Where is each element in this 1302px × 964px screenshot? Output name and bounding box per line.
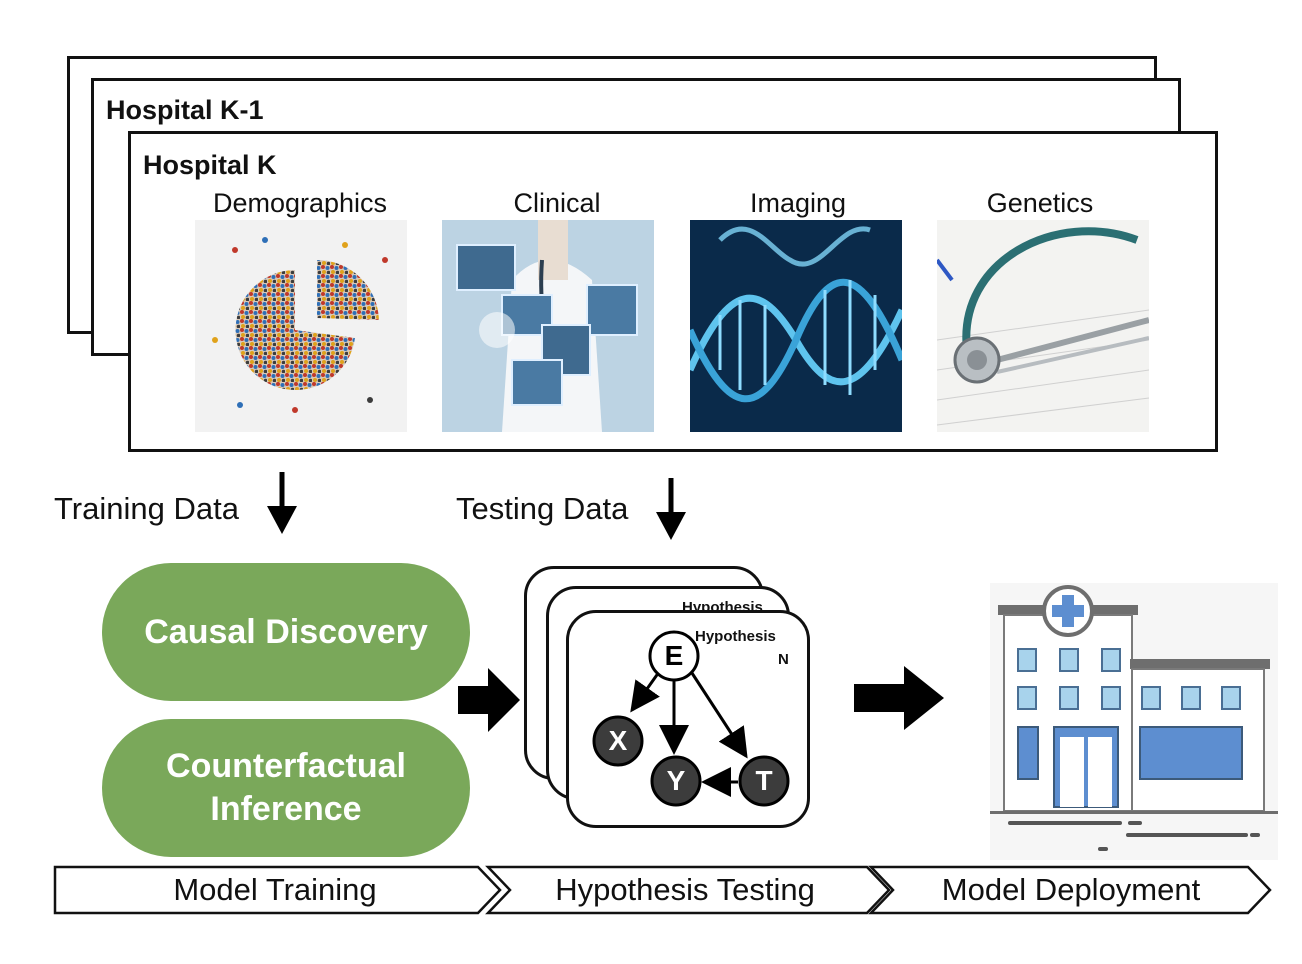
training-data-label: Training Data <box>54 491 239 526</box>
causal-discovery-box: Causal Discovery <box>102 563 470 701</box>
stage-hypothesis-testing: Hypothesis Testing <box>555 872 815 907</box>
node-e <box>648 630 700 682</box>
stage-model-training: Model Training <box>173 872 377 907</box>
modality-label-imaging: Imaging <box>749 188 847 218</box>
counterfactual-inference-box: Counterfactual Inference <box>102 719 470 857</box>
stethoscope-image <box>937 220 1149 432</box>
to-hypothesis-arrow <box>458 668 520 732</box>
dna-helix-image <box>690 220 902 432</box>
hospital-k-title: Hospital K <box>143 150 277 180</box>
counterfactual-label-line2: Inference <box>210 790 362 828</box>
node-x-label: X <box>608 725 628 756</box>
node-t-label: T <box>755 765 773 796</box>
node-e-label: E <box>664 640 684 671</box>
edge-e-x <box>630 671 661 713</box>
node-x <box>592 715 644 767</box>
crowd-pie-chart-image <box>195 220 407 432</box>
counterfactual-label-line1: Counterfactual <box>166 747 406 785</box>
node-y <box>650 755 702 807</box>
stage-shape-model-training <box>53 865 502 915</box>
edge-e-t <box>688 669 748 759</box>
stage-shape-hypothesis-testing <box>485 865 891 915</box>
modality-label-genetics: Genetics <box>986 188 1094 218</box>
stage-model-deployment: Model Deployment <box>941 872 1201 907</box>
hypothesis-n-label: Hypothesis <box>695 628 776 645</box>
node-y-label: Y <box>666 765 686 796</box>
modality-label-demographics: Demographics <box>212 188 388 218</box>
causal-discovery-label: Causal Discovery <box>144 612 428 651</box>
to-deployment-arrow <box>854 666 944 730</box>
hospital-k-minus-1-title: Hospital K-1 <box>106 95 264 125</box>
causal-graph <box>592 630 790 807</box>
node-t <box>738 755 790 807</box>
modality-label-clinical: Clinical <box>513 188 601 218</box>
stage-shape-model-deployment <box>868 865 1272 915</box>
training-data-arrow <box>267 472 297 534</box>
hospital-building-icon <box>990 583 1278 860</box>
testing-data-label: Testing Data <box>456 491 629 526</box>
testing-data-arrow <box>656 478 686 540</box>
stage-bar <box>53 865 1272 915</box>
doctor-xray-image <box>442 220 654 432</box>
hypothesis-n-index: N <box>778 651 789 668</box>
